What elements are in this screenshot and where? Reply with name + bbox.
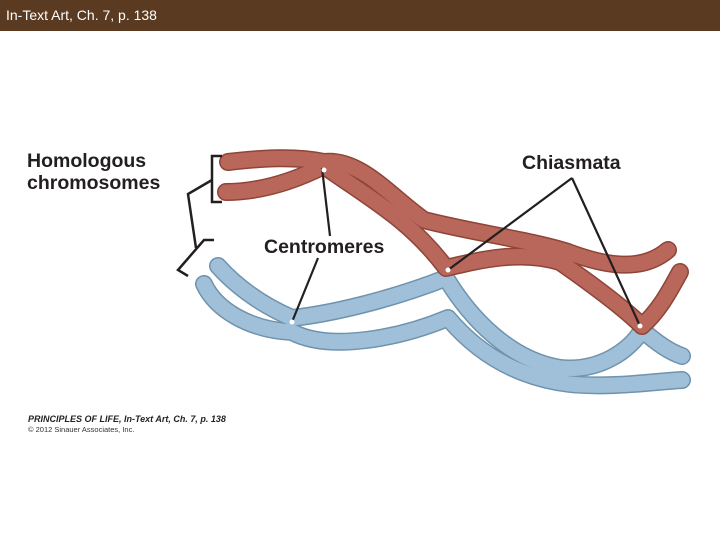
centromere-pointer-red [320,167,332,237]
blue-chromosome [195,257,691,395]
homologous-chromosomes-label: Homologous chromosomes [27,150,160,194]
centromeres-label: Centromeres [264,236,385,258]
junction-markers [289,167,643,329]
homologous-label-line1: Homologous [27,150,147,172]
slide-title: In-Text Art, Ch. 7, p. 138 [6,7,157,23]
credit-copyright: © 2012 Sinauer Associates, Inc. [28,425,135,434]
pointer-lines [290,167,641,327]
centromere-pointer-blue [290,257,320,323]
homologous-label-line2: chromosomes [27,172,161,194]
chiasmata-label: Chiasmata [522,152,621,174]
chiasma-pointer-1 [447,177,573,271]
title-bar: In-Text Art, Ch. 7, p. 138 [0,0,720,31]
credit-title: PRINCIPLES OF LIFE, In-Text Art, Ch. 7, … [28,414,226,424]
homologous-bracket [176,154,222,278]
chiasma-pointer-2 [571,177,641,327]
figure-credit: PRINCIPLES OF LIFE, In-Text Art, Ch. 7, … [28,414,226,435]
